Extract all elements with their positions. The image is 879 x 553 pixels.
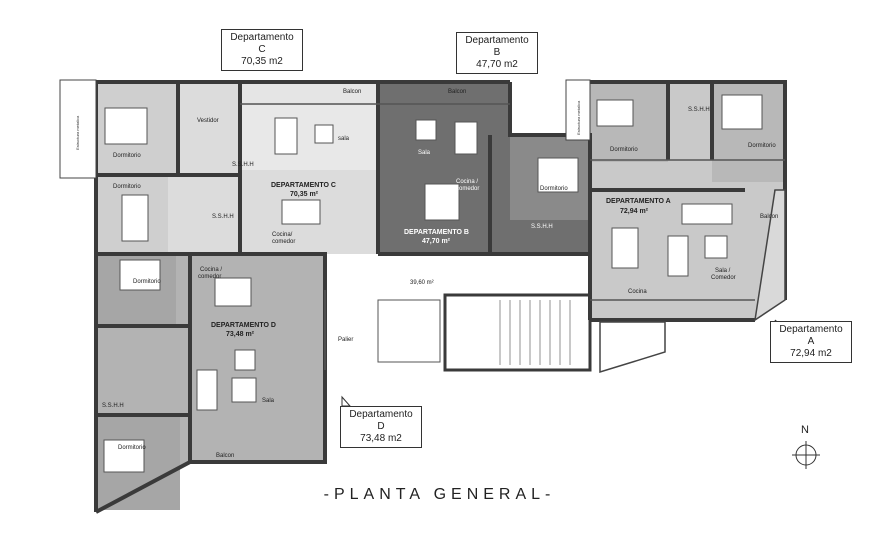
dept-c-sala [240, 105, 378, 170]
label-sala-c: sala [338, 136, 350, 142]
balcony-right [753, 189, 786, 322]
ext-structure-left [59, 79, 97, 179]
label-dormitorio-b: Dormitorio [540, 186, 568, 192]
callout-dept-c: Departamento C 70,35 m2 [221, 29, 303, 71]
label-balcon-c: Balcon [343, 89, 361, 95]
callout-dept-d-name: Departamento D [349, 409, 413, 432]
dept-c-area-text: 70,35 m² [290, 191, 319, 198]
dept-a-area-text: 72,94 m² [620, 208, 649, 215]
label-dormitorio-c2: Dormitorio [113, 184, 141, 190]
dept-c-balcon-strip [240, 82, 378, 104]
label-sshh-b: S.S.H.H [531, 224, 553, 230]
callout-dept-a-name: Departamento A [779, 324, 843, 347]
building-footprint [96, 82, 785, 510]
label-cocina-b-1: Cocina / [456, 179, 478, 185]
callout-dept-a: Departamento A 72,94 m2 [770, 321, 852, 363]
label-dormitorio-a2: Dormitorio [748, 143, 776, 149]
callout-dept-b-name: Departamento B [465, 35, 529, 58]
label-sshh-d: S.S.H.H [102, 403, 124, 409]
callout-dept-b: Departamento B 47,70 m2 [456, 32, 538, 74]
ext-note-right: Estructura metalica [576, 100, 581, 135]
apartment-labels: DEPARTAMENTO C 70,35 m² DEPARTAMENTO B 4… [211, 182, 671, 338]
ext-structure-right [565, 79, 591, 141]
label-dormitorio-a1: Dormitorio [610, 147, 638, 153]
label-dormitorio-d2: Dormitorio [118, 445, 146, 451]
dept-d-name: DEPARTAMENTO D [211, 322, 276, 329]
north-label: N [801, 424, 809, 436]
label-balcon-d: Balcon [216, 453, 234, 459]
label-sshh-c2: S.S.H.H [212, 214, 234, 220]
label-cocina-d-2: comedor [198, 274, 221, 280]
callout-dept-c-area: 70,35 m2 [241, 56, 283, 67]
balcony-a-front [599, 321, 666, 374]
label-vestidor: Vestidor [197, 118, 219, 124]
callout-dept-a-area: 72,94 m2 [790, 348, 832, 359]
label-sshh-a: S.S.H.H [688, 107, 710, 113]
north-arrow-icon [792, 441, 820, 469]
label-dormitorio-d1: Dormitorio [133, 279, 161, 285]
callout-dept-d: Departamento D 73,48 m2 [340, 406, 422, 448]
dept-c-name: DEPARTAMENTO C [271, 182, 336, 189]
label-cocina-c-2: comedor [272, 239, 295, 245]
label-balcon-a: Balcon [760, 214, 778, 220]
label-cocina-d-1: Cocina / [200, 267, 222, 273]
dept-b-name: DEPARTAMENTO B [404, 229, 469, 236]
stair-box [443, 293, 592, 372]
label-common-area: 39,60 m² [410, 280, 434, 286]
dept-a-name: DEPARTAMENTO A [606, 198, 671, 205]
label-cocina-a: Cocina [628, 289, 647, 295]
label-sala-a-1: Sala / [715, 268, 731, 274]
label-balcon-b: Balcon [448, 89, 466, 95]
label-sala-a-2: Comedor [711, 275, 736, 281]
dept-d-area-text: 73,48 m² [226, 331, 255, 338]
page-title: -PLANTA GENERAL- [323, 486, 556, 503]
callout-dept-d-area: 73,48 m2 [360, 433, 402, 444]
label-sshh-c1: S.S.H.H [232, 162, 254, 168]
label-sala-d: Sala [262, 398, 275, 404]
dept-b-area-text: 47,70 m² [422, 238, 451, 245]
furniture [103, 94, 763, 473]
label-sala-b: Sala [418, 150, 431, 156]
room-labels: Balcon Balcon Balcon Balcon Vestidor Dor… [102, 89, 778, 459]
label-cocina-c-1: Cocina/ [272, 232, 293, 238]
ext-notes: Estructura metalica Estructura metalica [75, 100, 581, 150]
ext-note-left: Estructura metalica [75, 115, 80, 150]
label-palier: Palier [338, 337, 353, 343]
callout-dept-c-name: Departamento C [230, 32, 294, 55]
label-dormitorio-c1: Dormitorio [113, 153, 141, 159]
label-cocina-b-2: comedor [456, 186, 479, 192]
callout-dept-b-area: 47,70 m2 [476, 59, 518, 70]
stair-steps [499, 300, 571, 365]
